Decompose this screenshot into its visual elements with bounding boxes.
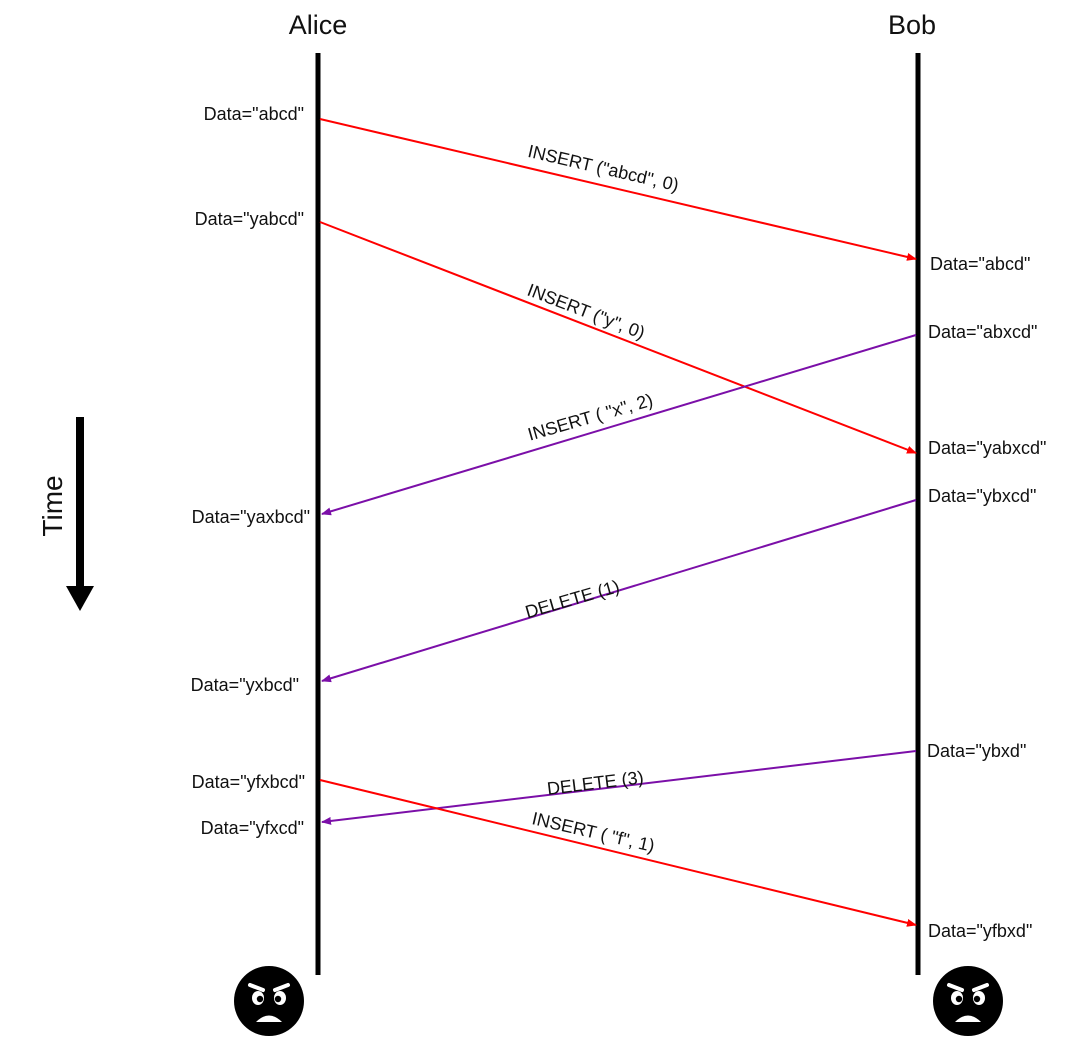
message-arrow-insert-f: [319, 779, 917, 927]
alice-state-6: Data="yfxcd": [201, 818, 304, 838]
message-arrow-delete-1: [321, 499, 917, 683]
message-label-insert-f: INSERT ( "f", 1): [530, 808, 656, 856]
message-label-insert-x: INSERT ( "x", 2): [526, 390, 656, 445]
message-arrow-insert-y: [319, 221, 917, 454]
message-label-insert-abcd: INSERT ("abcd", 0): [526, 141, 681, 195]
bob-state-3: Data="yabxcd": [928, 438, 1046, 458]
message-label-insert-y: INSERT ("y", 0): [525, 280, 648, 343]
actor-bob-label: Bob: [888, 10, 936, 40]
bob-state-4: Data="ybxcd": [928, 486, 1036, 506]
angry-face-icon: [234, 966, 304, 1036]
message-arrow-insert-abcd: [319, 118, 917, 261]
message-arrow-delete-3: [321, 750, 917, 825]
bob-state-1: Data="abcd": [930, 254, 1030, 274]
bob-state-5: Data="ybxd": [927, 741, 1026, 761]
alice-state-2: Data="yabcd": [195, 209, 304, 229]
message-label-delete-3: DELETE (3): [546, 767, 645, 799]
alice-state-1: Data="abcd": [204, 104, 304, 124]
message-arrow-insert-x: [321, 334, 917, 516]
actor-alice-label: Alice: [289, 10, 348, 40]
alice-state-3: Data="yaxbcd": [192, 507, 310, 527]
time-label: Time: [37, 475, 68, 536]
time-arrow: [66, 417, 94, 611]
message-label-delete-1: DELETE (1): [523, 576, 622, 622]
alice-state-5: Data="yfxbcd": [192, 772, 305, 792]
alice-state-4: Data="yxbcd": [191, 675, 299, 695]
angry-face-icon: [933, 966, 1003, 1036]
bob-state-2: Data="abxcd": [928, 322, 1037, 342]
bob-state-6: Data="yfbxd": [928, 921, 1032, 941]
